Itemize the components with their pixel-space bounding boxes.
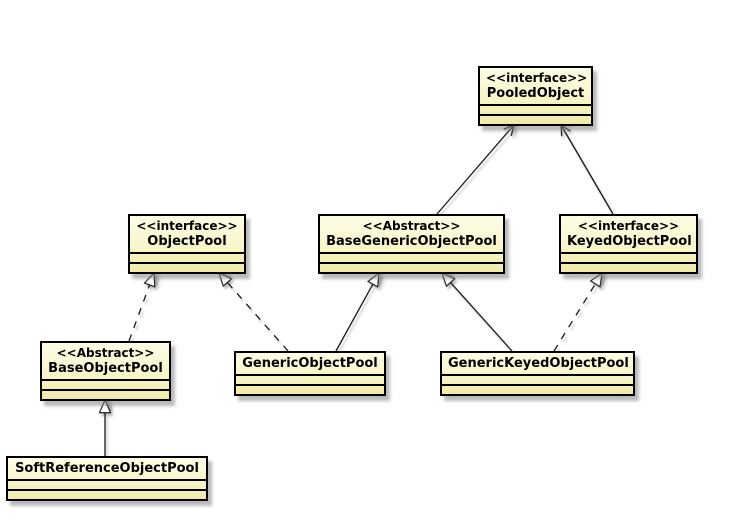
class-name-label: PooledObject	[486, 86, 585, 101]
class-keyedobjectpool: <<interface>> KeyedObjectPool	[559, 214, 698, 274]
class-title: <<interface>> KeyedObjectPool	[561, 216, 696, 252]
class-name-label: ObjectPool	[147, 234, 227, 249]
class-title: <<Abstract>> BaseObjectPool	[42, 343, 169, 379]
stereotype-label: <<interface>>	[577, 219, 680, 233]
methods-compartment	[130, 262, 244, 272]
attributes-compartment	[8, 479, 206, 489]
attributes-compartment	[320, 252, 503, 262]
class-pooledobject: <<interface>> PooledObject	[478, 66, 593, 126]
edge-generickeyedobjectpool-implements-keyedobjectpool	[553, 271, 603, 352]
class-title: <<interface>> PooledObject	[480, 68, 591, 104]
stereotype-label: <<interface>>	[136, 219, 238, 233]
methods-compartment	[42, 389, 169, 399]
methods-compartment	[442, 384, 633, 394]
class-name-label: BaseGenericObjectPool	[326, 234, 497, 249]
attributes-compartment	[480, 104, 591, 114]
class-genericobjectpool: GenericObjectPool	[234, 351, 386, 396]
attributes-compartment	[42, 379, 169, 389]
stereotype-label: <<Abstract>>	[362, 219, 461, 233]
stereotype-label: <<interface>>	[486, 71, 588, 85]
class-title: <<interface>> ObjectPool	[130, 216, 244, 252]
stereotype-label: <<Abstract>>	[56, 346, 155, 360]
class-basegenericobjectpool: <<Abstract>> BaseGenericObjectPool	[318, 214, 505, 274]
class-title: GenericObjectPool	[236, 353, 384, 374]
class-name-label: BaseObjectPool	[48, 361, 163, 376]
edge-genericobjectpool-extends-basegenericobjectpool	[335, 271, 380, 352]
class-name-label: KeyedObjectPool	[567, 234, 692, 249]
class-name-label: GenericObjectPool	[242, 356, 378, 371]
class-name-label: GenericKeyedObjectPool	[448, 356, 629, 371]
edge-basegenericobjectpool-to-pooledobject	[436, 123, 515, 215]
attributes-compartment	[442, 374, 633, 384]
class-title: SoftReferenceObjectPool	[8, 458, 206, 479]
attributes-compartment	[561, 252, 696, 262]
methods-compartment	[480, 114, 591, 124]
methods-compartment	[8, 489, 206, 499]
class-softreferenceobjectpool: SoftReferenceObjectPool	[6, 456, 208, 501]
class-objectpool: <<interface>> ObjectPool	[128, 214, 246, 274]
methods-compartment	[561, 262, 696, 272]
class-title: <<Abstract>> BaseGenericObjectPool	[320, 216, 503, 252]
class-generickeyedobjectpool: GenericKeyedObjectPool	[440, 351, 635, 396]
attributes-compartment	[130, 252, 244, 262]
edge-genericobjectpool-implements-objectpool	[217, 271, 289, 352]
class-name-label: SoftReferenceObjectPool	[15, 461, 199, 476]
edge-generickeyedobjectpool-extends-basegenericobjectpool	[441, 271, 513, 352]
methods-compartment	[320, 262, 503, 272]
edge-keyedobjectpool-to-pooledobject	[560, 123, 614, 215]
edge-baseobjectpool-implements-objectpool	[128, 271, 156, 342]
attributes-compartment	[236, 374, 384, 384]
methods-compartment	[236, 384, 384, 394]
class-title: GenericKeyedObjectPool	[442, 353, 633, 374]
class-baseobjectpool: <<Abstract>> BaseObjectPool	[40, 341, 171, 401]
